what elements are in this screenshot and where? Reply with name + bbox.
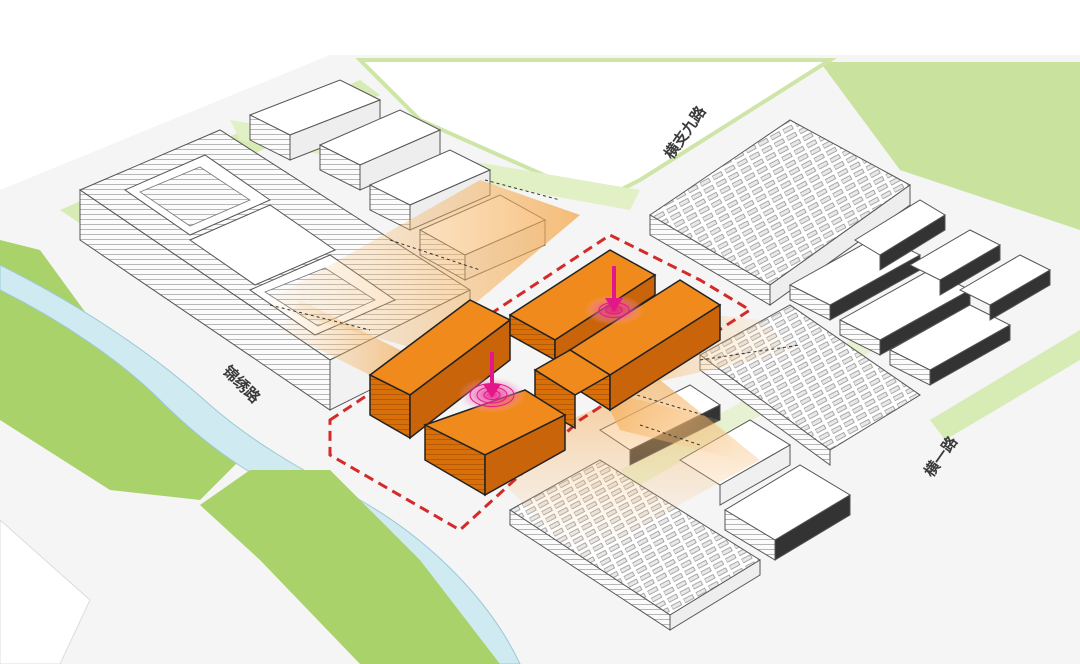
down-arrow-icon <box>605 266 623 312</box>
green-strip-south <box>0 519 91 664</box>
context-block-2 <box>318 109 442 191</box>
context-factory-northeast <box>649 119 911 306</box>
glow-southeast <box>600 390 740 460</box>
green-zone-northeast <box>820 62 1080 230</box>
proposed-building-west <box>368 299 512 440</box>
green-verge-east <box>930 330 1080 440</box>
plaza-marker-north <box>584 266 644 325</box>
glow-west <box>260 180 580 350</box>
plaza-marker-south <box>458 352 526 413</box>
context-warehouses-east <box>788 199 1052 386</box>
context-block-1 <box>248 79 382 161</box>
proposed-building-east <box>568 279 722 412</box>
down-arrow-icon <box>483 352 501 398</box>
green-belt-southwest <box>200 470 500 664</box>
projection-lines <box>269 179 801 446</box>
proposed-building-middle <box>533 349 612 430</box>
